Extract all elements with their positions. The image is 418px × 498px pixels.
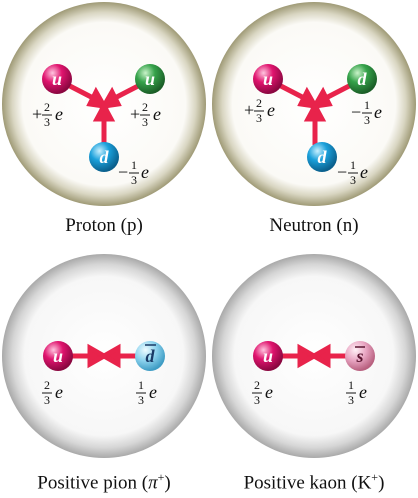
pion-caption: Positive pion (π+) xyxy=(4,470,204,494)
svg-text:−: − xyxy=(118,162,128,182)
proton-down-label: d xyxy=(100,147,110,167)
kaon-caption-close: ) xyxy=(378,472,384,493)
svg-text:e: e xyxy=(141,162,149,182)
kaon-caption-prefix: Positive kaon (K xyxy=(244,472,372,493)
neutron-caption: Neutron (n) xyxy=(214,215,414,237)
neutron-up-label: u xyxy=(263,69,273,89)
svg-text:2: 2 xyxy=(142,100,148,114)
pion-caption-close: ) xyxy=(164,472,170,493)
pion-up-label: u xyxy=(53,346,63,366)
svg-text:e: e xyxy=(265,382,273,402)
proton-up-label: u xyxy=(52,69,62,89)
svg-text:3: 3 xyxy=(142,115,148,129)
pion-diagram: u d 2 3 e 1 3 e xyxy=(2,254,206,458)
kaon-antistrange-label: s xyxy=(355,346,363,366)
svg-text:e: e xyxy=(267,100,275,120)
pion-caption-prefix: Positive pion ( xyxy=(37,472,148,493)
pion-caption-symbol: π xyxy=(148,472,158,493)
neutron-diagram: u d d + 2 3 e − 1 3 e − 1 3 e xyxy=(212,2,416,206)
svg-text:3: 3 xyxy=(256,111,262,125)
svg-text:3: 3 xyxy=(44,393,50,407)
neutron-down2-label: d xyxy=(318,147,328,167)
svg-text:2: 2 xyxy=(256,96,262,110)
svg-text:3: 3 xyxy=(364,113,370,127)
svg-text:1: 1 xyxy=(131,158,137,172)
svg-text:1: 1 xyxy=(138,378,144,392)
proton-diagram: u u d + 2 3 e + 2 3 e − 1 3 e xyxy=(2,2,206,206)
svg-text:−: − xyxy=(351,102,361,122)
svg-text:3: 3 xyxy=(348,393,354,407)
proton-up2-label: u xyxy=(145,69,155,89)
svg-text:2: 2 xyxy=(44,100,50,114)
svg-text:1: 1 xyxy=(350,158,356,172)
kaon-diagram: u s 2 3 e 1 3 e xyxy=(212,254,416,458)
svg-text:1: 1 xyxy=(364,98,370,112)
svg-text:e: e xyxy=(153,104,161,124)
kaon-up-label: u xyxy=(263,346,273,366)
svg-text:e: e xyxy=(359,382,367,402)
svg-text:e: e xyxy=(374,102,382,122)
svg-text:e: e xyxy=(149,382,157,402)
svg-text:e: e xyxy=(55,382,63,402)
svg-text:3: 3 xyxy=(44,115,50,129)
kaon-caption: Positive kaon (K+) xyxy=(214,470,414,494)
svg-text:2: 2 xyxy=(44,378,50,392)
svg-text:+: + xyxy=(244,100,254,120)
svg-text:1: 1 xyxy=(348,378,354,392)
svg-text:3: 3 xyxy=(350,173,356,187)
svg-text:+: + xyxy=(32,104,42,124)
proton-caption: Proton (p) xyxy=(4,215,204,237)
svg-text:3: 3 xyxy=(131,173,137,187)
pion-antidown-label: d xyxy=(146,346,156,366)
svg-text:3: 3 xyxy=(254,393,260,407)
svg-text:2: 2 xyxy=(254,378,260,392)
svg-text:e: e xyxy=(55,104,63,124)
neutron-down1-label: d xyxy=(358,69,368,89)
svg-text:+: + xyxy=(130,104,140,124)
svg-text:−: − xyxy=(337,162,347,182)
svg-text:e: e xyxy=(360,162,368,182)
svg-text:3: 3 xyxy=(138,393,144,407)
